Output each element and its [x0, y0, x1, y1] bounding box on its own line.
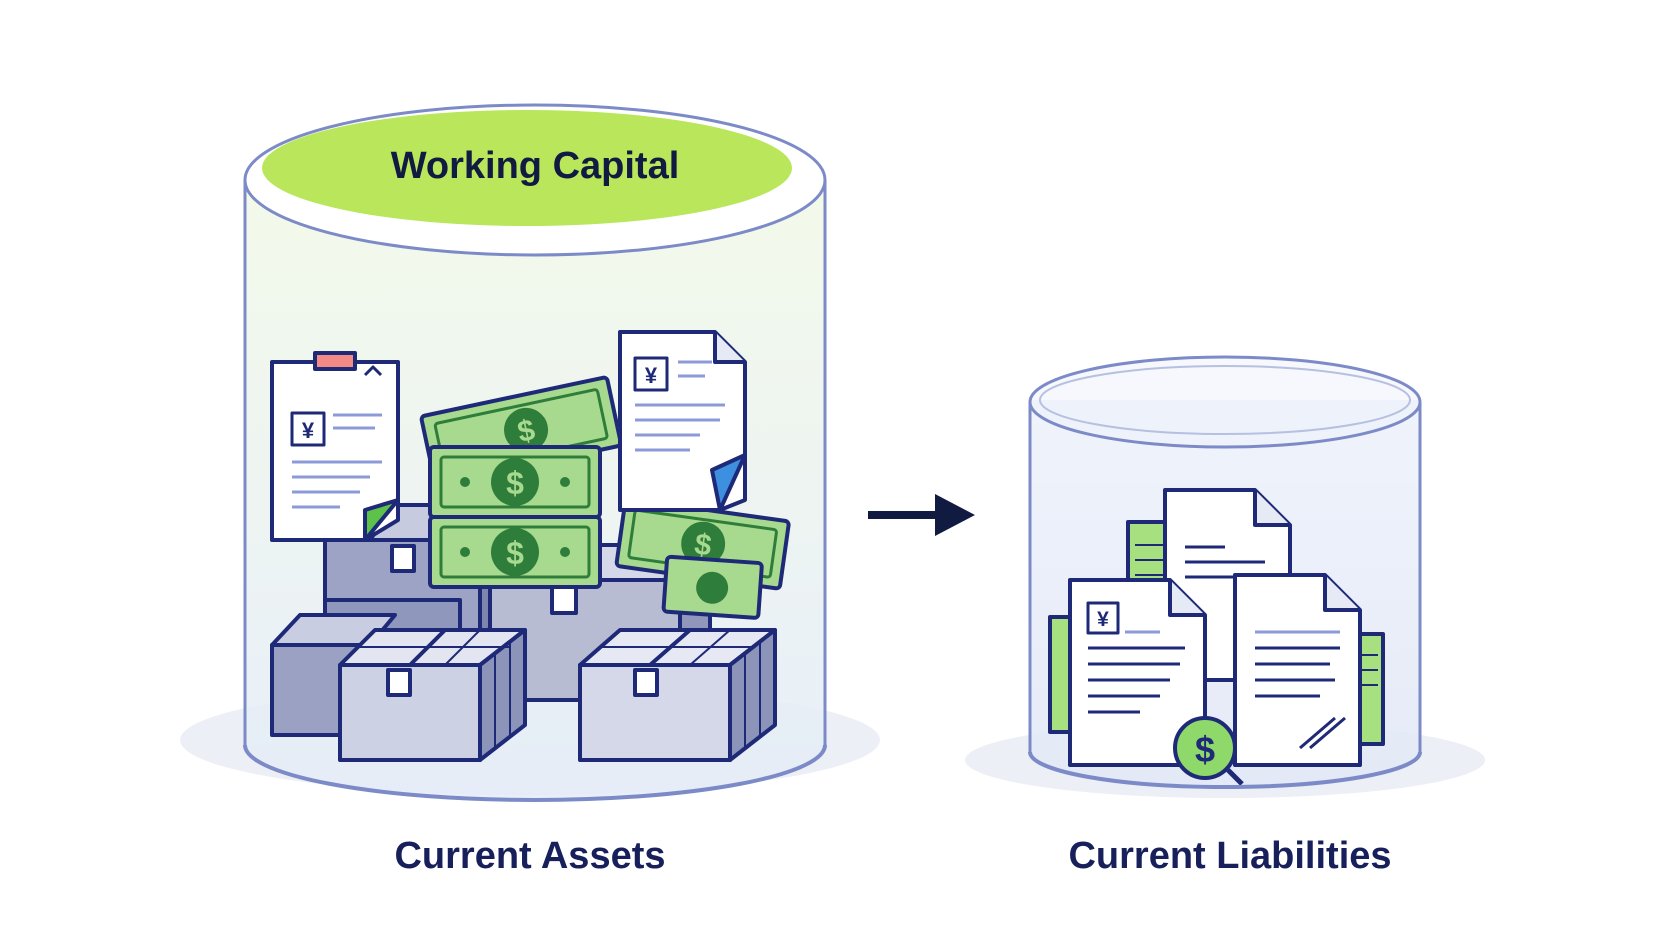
invoice-icon: ¥	[1048, 488, 1385, 767]
svg-text:¥: ¥	[302, 418, 315, 443]
cash-stack-icon: $ $ $ $	[419, 375, 791, 620]
dollar-coin-icon: $	[1173, 716, 1244, 786]
svg-text:$: $	[506, 465, 524, 501]
svg-text:¥: ¥	[645, 363, 658, 388]
svg-text:$: $	[515, 413, 538, 449]
invoice-icon: ¥	[618, 330, 747, 512]
working-capital-label: Working Capital	[390, 145, 680, 187]
arrow-right-icon	[868, 494, 975, 536]
invoice-icon: ¥	[270, 351, 400, 542]
current-assets-label: Current Assets	[394, 835, 666, 877]
svg-text:¥: ¥	[1097, 608, 1109, 631]
svg-text:$: $	[1195, 729, 1215, 770]
svg-text:$: $	[506, 535, 524, 571]
box-stack-icon	[338, 628, 777, 762]
jar-icon	[1028, 355, 1422, 789]
svg-text:$: $	[692, 528, 713, 563]
current-liabilities-label: Current Liabilities	[1068, 835, 1392, 877]
jar-icon	[243, 103, 827, 802]
